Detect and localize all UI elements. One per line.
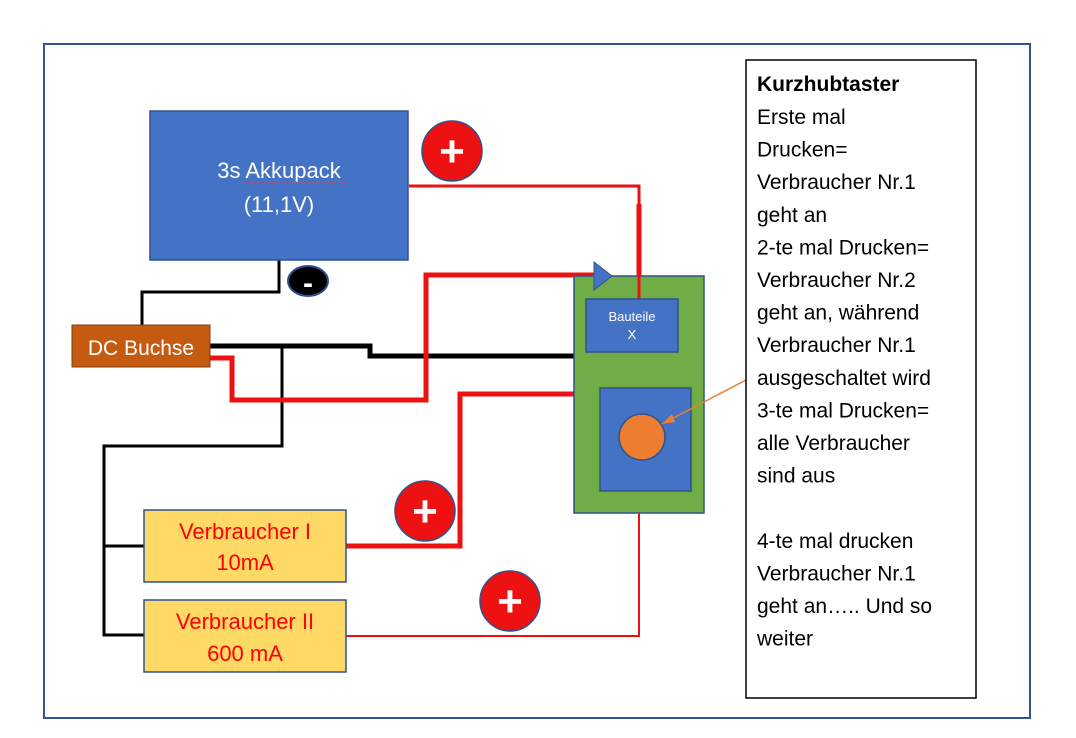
load-1-label-line2: 10mA xyxy=(216,550,274,575)
notes-line: Erste mal xyxy=(757,106,846,129)
notes-line: alle Verbraucher xyxy=(757,432,910,455)
load-1-label-line1: Verbraucher I xyxy=(179,519,311,544)
battery-plus-symbol: + xyxy=(421,120,483,182)
component-x-label-line1: Bauteile xyxy=(609,309,656,324)
load-2-plus-symbol: + xyxy=(479,570,541,632)
dc-jack-label: DC Buchse xyxy=(88,337,194,360)
wire-load1-positive xyxy=(346,391,574,549)
load-2 xyxy=(143,599,347,673)
load-2-plus-glyph: + xyxy=(497,577,523,626)
load-1-plus-symbol: + xyxy=(394,480,456,542)
battery-minus-symbol: - xyxy=(287,265,329,300)
notes-line: sind aus xyxy=(757,465,835,488)
wire-dc-ground-to-board xyxy=(210,343,574,359)
component-x-label-line2: X xyxy=(628,327,637,342)
wire-dc-positive xyxy=(210,272,596,403)
notes-line: Verbraucher Nr.2 xyxy=(757,269,916,292)
notes-line: geht an….. Und so xyxy=(757,595,932,618)
load-1-plus-glyph: + xyxy=(412,487,438,536)
notes-title: Kurzhubtaster xyxy=(757,73,899,96)
battery-pack xyxy=(149,110,409,261)
notes-line: Drucken= xyxy=(757,139,847,162)
notes-line: 4-te mal drucken xyxy=(757,530,913,553)
push-button-cap xyxy=(618,413,666,461)
board-input-arrow xyxy=(593,260,613,292)
notes-line: Verbraucher Nr.1 xyxy=(757,562,916,585)
notes-line: 2-te mal Drucken= xyxy=(757,236,929,259)
notes-line: geht an, während xyxy=(757,302,919,325)
wire-ground-branch xyxy=(102,346,284,637)
notes-line: Verbraucher Nr.1 xyxy=(757,334,916,357)
battery-minus-glyph: - xyxy=(303,267,313,300)
load-1 xyxy=(143,509,347,583)
wire-battery-negative xyxy=(140,260,281,325)
notes-line: Verbraucher Nr.1 xyxy=(757,171,916,194)
load-2-label-line1: Verbraucher II xyxy=(176,609,314,634)
wire-load2-positive xyxy=(346,513,640,637)
notes-line: ausgeschaltet wird xyxy=(757,367,931,390)
notes-line: geht an xyxy=(757,204,827,227)
battery-label-line1: 3s Akkupack xyxy=(217,158,342,183)
component-x xyxy=(585,298,679,353)
notes-line: 3-te mal Drucken= xyxy=(757,399,929,422)
notes-line: weiter xyxy=(756,628,813,651)
callout-arrowhead xyxy=(662,414,675,424)
callout-pointer xyxy=(661,379,747,425)
dc-jack xyxy=(71,324,211,368)
battery-plus-glyph: + xyxy=(439,127,465,176)
load-2-label-line2: 600 mA xyxy=(207,641,283,666)
battery-label-line2: (11,1V) xyxy=(244,192,315,217)
notes-box xyxy=(745,59,977,699)
